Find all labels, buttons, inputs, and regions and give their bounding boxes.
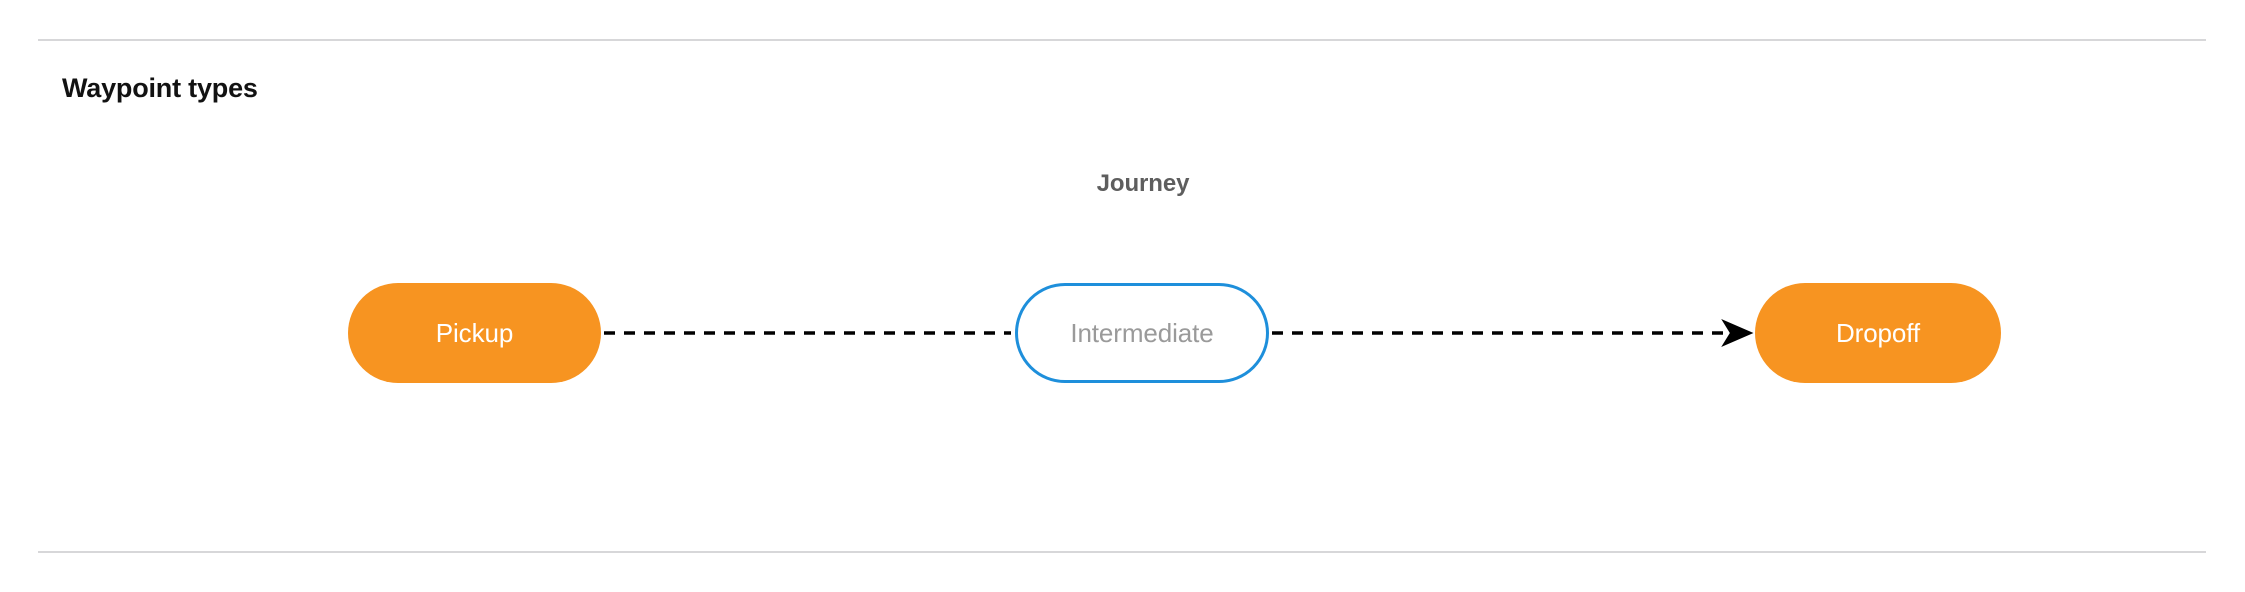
section-divider-top	[38, 39, 2206, 41]
node-dropoff[interactable]: Dropoff	[1755, 283, 2001, 383]
node-intermediate-label: Intermediate	[1070, 317, 1214, 348]
node-intermediate[interactable]: Intermediate	[1015, 283, 1269, 383]
page-title: Waypoint types	[62, 73, 258, 103]
node-dropoff-label: Dropoff	[1835, 317, 1921, 348]
journey-group-label: Journey	[1096, 170, 1190, 197]
node-pickup[interactable]: Pickup	[348, 283, 601, 383]
section-divider-bottom	[38, 551, 2206, 553]
node-pickup-label: Pickup	[435, 317, 514, 348]
